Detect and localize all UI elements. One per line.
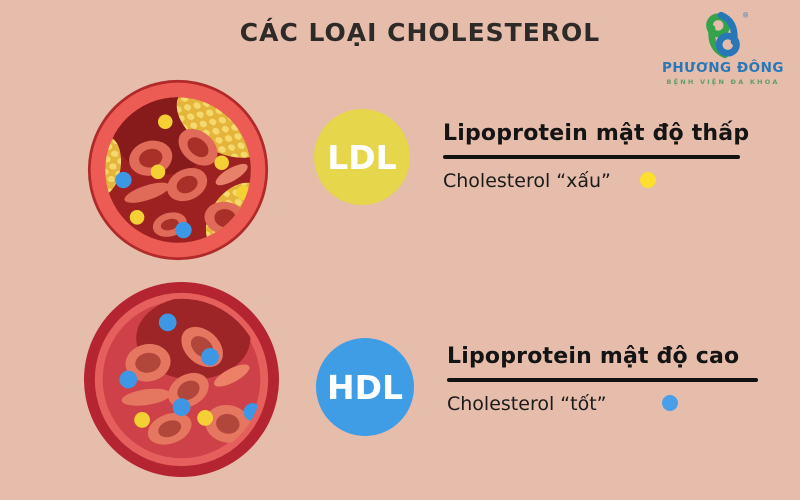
hospital-logo: ® PHƯƠNG ĐÔNG BỆNH VIỆN ĐA KHOA [648, 10, 798, 85]
hdl-subtitle-row: Cholesterol “tốt” [447, 393, 758, 415]
hdl-particle-dot-icon [662, 395, 678, 411]
logo-mark-icon: ® [706, 12, 748, 59]
ldl-badge: LDL [314, 109, 410, 205]
healthy-artery-illustration [83, 281, 280, 478]
divider [447, 378, 758, 382]
page-title: CÁC LOẠI CHOLESTEROL [239, 18, 601, 47]
ldl-full-name: Lipoprotein mật độ thấp [443, 121, 750, 146]
ldl-info: Lipoprotein mật độ thấp Cholesterol “xấu… [443, 121, 749, 192]
ldl-particle-dot-icon [640, 172, 656, 188]
hdl-full-name: Lipoprotein mật độ cao [447, 344, 740, 369]
logo-name: PHƯƠNG ĐÔNG [661, 60, 784, 76]
registered-mark: ® [742, 12, 748, 20]
hdl-subtitle: Cholesterol “tốt” [447, 393, 607, 415]
hdl-info: Lipoprotein mật độ cao Cholesterol “tốt” [447, 344, 758, 415]
divider [443, 155, 740, 159]
hdl-badge: HDL [316, 338, 414, 436]
clogged-artery-illustration [87, 79, 269, 261]
logo-tagline: BỆNH VIỆN ĐA KHOA [666, 77, 780, 86]
ldl-subtitle: Cholesterol “xấu” [443, 170, 611, 192]
ldl-subtitle-row: Cholesterol “xấu” [443, 170, 749, 192]
